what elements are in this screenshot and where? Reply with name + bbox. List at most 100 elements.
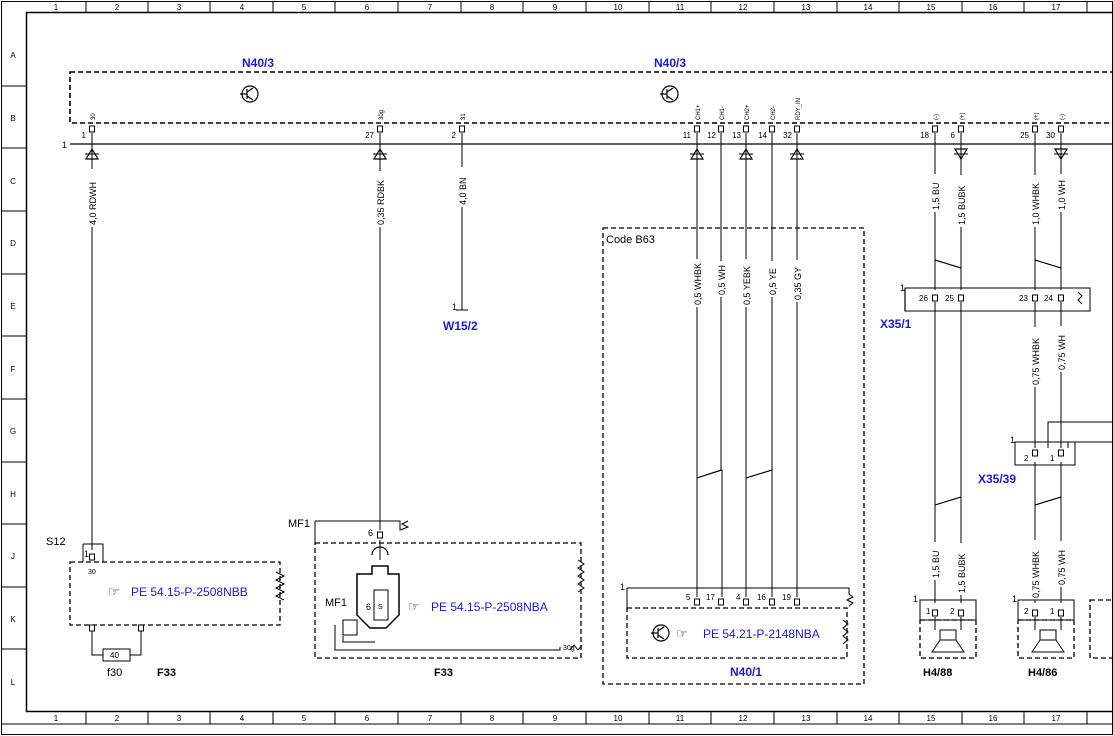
svg-text:30g: 30g xyxy=(379,110,385,120)
x35-39-label: X35/39 xyxy=(978,472,1016,486)
n40-1-texts: Code B63 1 ☞ PE 54.21-P-2148NBA N40/1 xyxy=(606,234,820,679)
col-label: 12 xyxy=(739,3,748,12)
svg-text:1: 1 xyxy=(926,607,931,616)
col-label: 17 xyxy=(1052,3,1061,12)
grid-labels: 1 2 3 4 5 6 7 8 9 10 11 12 13 14 15 16 1… xyxy=(10,3,1061,723)
pin-12: 12 CH1- xyxy=(707,106,726,140)
f30-label: f30 xyxy=(107,667,122,679)
col-label: 15 xyxy=(927,714,936,723)
svg-text:6: 6 xyxy=(368,528,373,538)
fuse-value: 40 xyxy=(110,651,119,660)
h4-86-texts: 1 2 1 H4/86 xyxy=(1012,594,1057,679)
mf1-inner-label: MF1 xyxy=(325,597,347,609)
x35-1-texts: 1 26 25 23 24 X35/1 xyxy=(880,283,1053,331)
row-label: L xyxy=(11,678,16,687)
col-label: 16 xyxy=(989,3,998,12)
mf1-texts: MF1 6 MF1 6 S 30g F33 ☞ PE 54.15-P-2508N… xyxy=(288,518,575,679)
wire-label: 0,75 WH xyxy=(1057,541,1068,587)
svg-text:1: 1 xyxy=(1010,435,1015,445)
reference-link-s12[interactable]: PE 54.15-P-2508NBB xyxy=(131,585,248,599)
col-label: 17 xyxy=(1052,714,1061,723)
col-label: 4 xyxy=(240,3,245,12)
row-label: G xyxy=(10,427,16,436)
transistor-icon xyxy=(660,85,679,103)
svg-text:2: 2 xyxy=(1024,454,1029,463)
wire-label: 0,5 YEBK xyxy=(742,259,753,307)
n40-3-module: N40/3 N40/3 1 xyxy=(62,56,1113,150)
col-label: 7 xyxy=(428,3,433,12)
svg-text:12: 12 xyxy=(707,131,716,140)
reference-link-f33[interactable]: PE 54.15-P-2508NBA xyxy=(431,600,548,614)
signal-arrows xyxy=(84,148,1069,160)
s12-texts: S12 1 30 40 f30 F33 ☞ PE 54.15-P-2508NBB xyxy=(46,536,248,679)
wire-label: 0,75 WH xyxy=(1057,326,1068,372)
row-label: K xyxy=(10,615,16,624)
col-label: 9 xyxy=(553,714,558,723)
svg-text:26: 26 xyxy=(919,294,928,303)
transistor-icon xyxy=(240,85,259,103)
svg-text:1: 1 xyxy=(1050,607,1055,616)
col-label: 2 xyxy=(115,3,120,12)
svg-text:30: 30 xyxy=(91,113,97,120)
svg-text:1: 1 xyxy=(84,549,89,559)
col-label: 10 xyxy=(614,714,623,723)
mf1-label: MF1 xyxy=(288,518,310,530)
wire-label: 0,75 WHBK xyxy=(1031,540,1042,600)
svg-text:1: 1 xyxy=(1050,454,1055,463)
svg-text:CH1-: CH1- xyxy=(720,106,726,120)
svg-text:0,75 WHBK: 0,75 WHBK xyxy=(1031,338,1041,385)
svg-text:0,75 WH: 0,75 WH xyxy=(1057,335,1067,370)
x35-1-label: X35/1 xyxy=(880,317,912,331)
svg-text:1,5 BU: 1,5 BU xyxy=(931,182,941,210)
svg-text:(-): (-) xyxy=(934,114,940,120)
row-label: F xyxy=(11,365,16,374)
col-label: 1 xyxy=(54,714,59,723)
svg-text:23: 23 xyxy=(1019,294,1028,303)
svg-text:0,5 YEBK: 0,5 YEBK xyxy=(742,266,752,305)
w15-2-label: W15/2 xyxy=(443,319,478,333)
col-label: 4 xyxy=(240,714,245,723)
svg-text:1: 1 xyxy=(1012,594,1017,604)
wire-label: 1,5 BUBK xyxy=(957,543,968,595)
col-label: 2 xyxy=(115,714,120,723)
wire-label: 0,35 GY xyxy=(793,260,804,302)
reference-icon: ☞ xyxy=(676,626,688,641)
pin-6: 6(+) xyxy=(951,112,966,140)
col-label: 7 xyxy=(428,714,433,723)
col-label: 14 xyxy=(864,714,873,723)
code-b63-label: Code B63 xyxy=(606,234,655,246)
s12-label: S12 xyxy=(46,536,66,548)
svg-text:4,0 BN: 4,0 BN xyxy=(458,177,468,205)
pin-2: 231 xyxy=(452,113,467,140)
svg-text:16: 16 xyxy=(757,593,766,602)
svg-text:1,0 WH: 1,0 WH xyxy=(1057,180,1067,210)
svg-text:1: 1 xyxy=(452,302,457,312)
svg-text:6: 6 xyxy=(951,131,956,140)
svg-text:1,5 BUBK: 1,5 BUBK xyxy=(957,553,967,593)
col-label: 6 xyxy=(365,3,370,12)
svg-text:13: 13 xyxy=(732,131,741,140)
reference-link-n40-1[interactable]: PE 54.21-P-2148NBA xyxy=(703,627,820,641)
h4-88-texts: 1 1 2 H4/88 xyxy=(913,594,955,679)
svg-text:(-): (-) xyxy=(1060,114,1066,120)
col-label: 8 xyxy=(490,3,495,12)
n40-1-label: N40/1 xyxy=(730,665,762,679)
mf1-block xyxy=(314,520,585,659)
col-label: 15 xyxy=(927,3,936,12)
svg-text:0,5 WH: 0,5 WH xyxy=(717,265,727,295)
svg-text:5: 5 xyxy=(686,593,691,602)
wire-label: 0,5 WH xyxy=(717,261,728,297)
wire-label: 1,5 BU xyxy=(931,174,942,212)
row-label: B xyxy=(10,114,15,123)
svg-text:4: 4 xyxy=(736,593,741,602)
wire-label: 0,35 RDBK xyxy=(376,171,387,227)
col-label: 11 xyxy=(676,3,685,12)
pin-1: 130 xyxy=(82,113,97,140)
col-label: 5 xyxy=(302,3,307,12)
s12-block xyxy=(69,543,286,662)
pin-18: 18(-) xyxy=(920,114,940,140)
reference-icon: ☞ xyxy=(108,584,120,599)
